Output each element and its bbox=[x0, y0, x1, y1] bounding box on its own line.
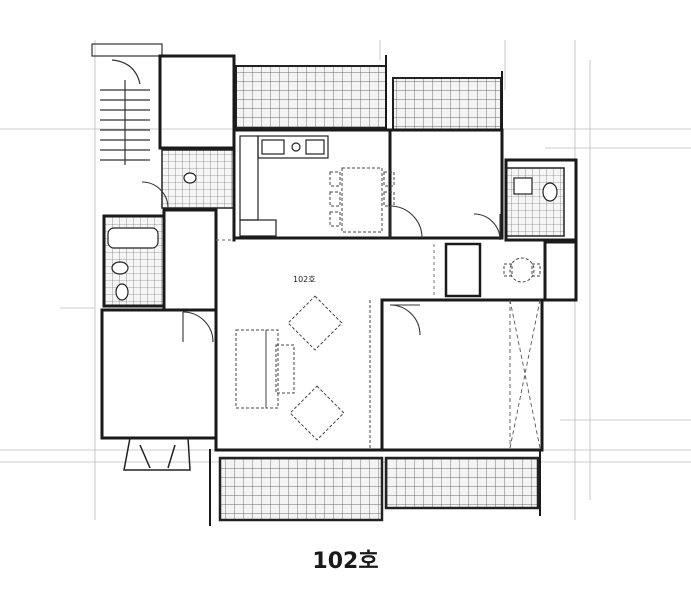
round-table bbox=[503, 257, 541, 283]
living-furniture bbox=[235, 295, 371, 448]
master-balcony bbox=[384, 456, 540, 510]
master-wardrobe bbox=[509, 299, 541, 449]
floor-plan: 102호 bbox=[0, 40, 691, 526]
bay-window bbox=[123, 437, 191, 471]
bathroom-fixtures bbox=[107, 172, 558, 301]
door-swings bbox=[141, 181, 501, 343]
plan-unit-label: 102호 bbox=[293, 275, 316, 284]
corridor-thresholds bbox=[216, 239, 435, 296]
kitchen-counter bbox=[239, 135, 329, 237]
stair-area bbox=[91, 43, 163, 165]
bedroom-balcony bbox=[392, 77, 502, 131]
unit-caption: 102호 bbox=[312, 549, 379, 574]
dining-table bbox=[329, 167, 395, 233]
living-balcony bbox=[218, 456, 384, 522]
kitchen-balcony bbox=[235, 65, 387, 129]
walls bbox=[100, 54, 578, 526]
